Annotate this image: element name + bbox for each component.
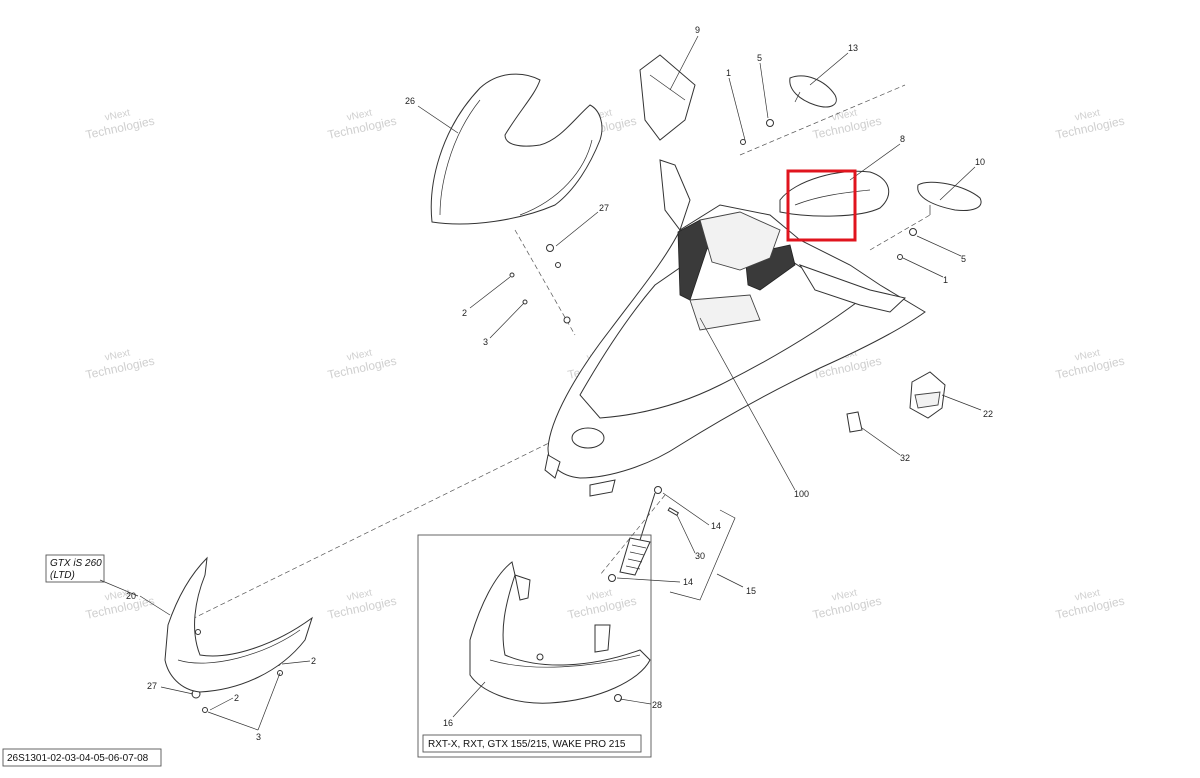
svg-text:(LTD): (LTD)	[50, 570, 75, 581]
callout-27: 27	[147, 681, 157, 691]
callout-2: 2	[462, 308, 467, 318]
svg-text:vNext: vNext	[586, 587, 614, 603]
callout-10: 10	[975, 157, 985, 167]
callout-30: 30	[695, 551, 705, 561]
callout-3: 3	[256, 732, 261, 742]
callout-9: 9	[695, 25, 700, 35]
callout-14: 14	[711, 521, 721, 531]
svg-text:vNext: vNext	[346, 587, 374, 603]
part-10-mirror	[917, 181, 982, 215]
callout-1: 1	[943, 275, 948, 285]
svg-text:vNext: vNext	[1074, 587, 1102, 603]
svg-text:RXT-X, RXT, GTX 155/215, WAKE: RXT-X, RXT, GTX 155/215, WAKE PRO 215	[428, 739, 626, 750]
svg-text:vNext: vNext	[104, 107, 132, 123]
svg-text:vNext: vNext	[831, 107, 859, 123]
svg-text:vNext: vNext	[831, 587, 859, 603]
leader-lines	[99, 35, 982, 731]
callout-20: 20	[126, 591, 136, 601]
part-32-clip	[846, 411, 863, 433]
svg-text:vNext: vNext	[104, 347, 132, 363]
model-label-box: RXT-X, RXT, GTX 155/215, WAKE PRO 215	[422, 734, 642, 753]
svg-text:vNext: vNext	[1074, 107, 1102, 123]
highlight-box[interactable]	[786, 169, 857, 242]
svg-text:vNext: vNext	[346, 107, 374, 123]
svg-text:vNext: vNext	[104, 587, 132, 603]
svg-text:vNext: vNext	[346, 347, 374, 363]
callout-2: 2	[311, 656, 316, 666]
callout-100: 100	[794, 489, 809, 499]
callout-22: 22	[983, 409, 993, 419]
part-9-cover	[639, 54, 696, 141]
part-26-front-cover	[430, 73, 603, 225]
callout-2: 2	[234, 693, 239, 703]
svg-text:26S1301-02-03-04-05-06-07-08: 26S1301-02-03-04-05-06-07-08	[7, 753, 149, 764]
part-8-side-panel	[779, 170, 890, 217]
part-20-front-piece	[164, 556, 313, 693]
callout-1: 1	[726, 68, 731, 78]
part-13-mirror	[789, 75, 837, 108]
callout-3: 3	[483, 337, 488, 347]
callout-13: 13	[848, 43, 858, 53]
callout-28: 28	[652, 700, 662, 710]
part-30-spring	[619, 492, 656, 576]
callout-15: 15	[746, 586, 756, 596]
callout-16: 16	[443, 718, 453, 728]
callout-14: 14	[683, 577, 693, 587]
part-22-bracket	[909, 371, 946, 419]
svg-text:GTX iS 260: GTX iS 260	[50, 558, 102, 569]
inset-frame	[417, 534, 652, 758]
callout-26: 26	[405, 96, 415, 106]
model-label-gtx: GTX iS 260 (LTD)	[45, 554, 105, 583]
callout-5: 5	[961, 254, 966, 264]
main-body-hull	[544, 159, 926, 497]
callout-numbers: 26 9 1 5 13 8 10 5 1 27 2 3 22 32 100 14…	[126, 25, 993, 742]
callout-32: 32	[900, 453, 910, 463]
drawing-code-box: 26S1301-02-03-04-05-06-07-08	[2, 748, 162, 767]
callout-5: 5	[757, 53, 762, 63]
callout-27: 27	[599, 203, 609, 213]
inset-box	[417, 534, 652, 758]
callout-8: 8	[900, 134, 905, 144]
svg-text:vNext: vNext	[1074, 347, 1102, 363]
